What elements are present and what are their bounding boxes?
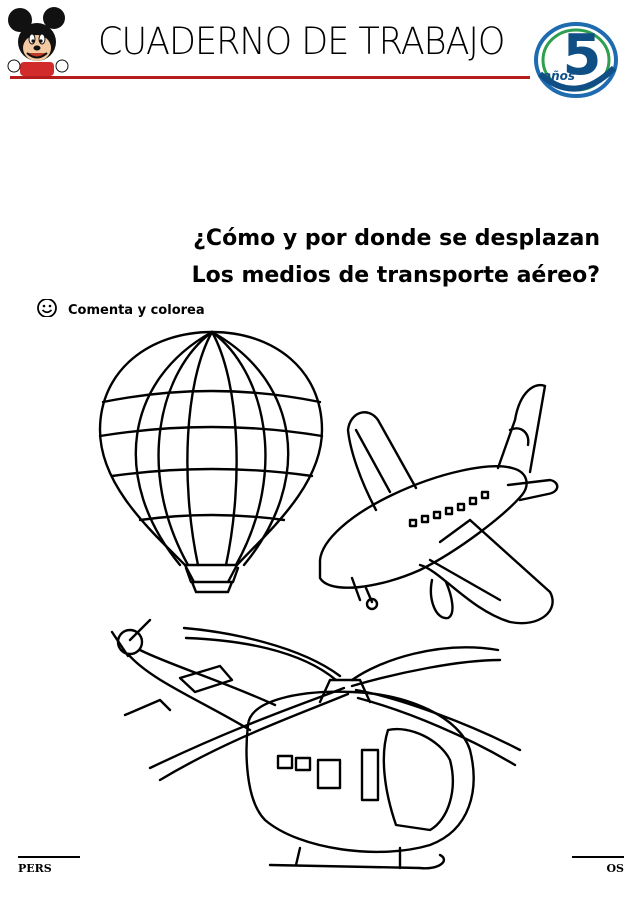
question-line-2: Los medios de transporte aéreo?	[191, 263, 600, 288]
footer-left: PERS	[18, 856, 80, 875]
footer-left-text: PERS	[18, 862, 52, 875]
question-line-1: ¿Cómo y por donde se desplazan	[193, 226, 600, 251]
footer-left-rule	[18, 856, 80, 858]
footer-right: OS	[572, 856, 624, 875]
hot-air-balloon-illustration	[98, 330, 324, 594]
age-badge-logo: 5	[534, 22, 618, 98]
badge-label: años	[543, 69, 576, 83]
mickey-mouse-logo	[7, 7, 69, 76]
footer-right-text: OS	[606, 862, 624, 875]
instruction-text: Comenta y colorea	[68, 303, 205, 317]
page-title: CUADERNO DE TRABAJO	[98, 20, 505, 64]
airplane-illustration	[318, 383, 559, 625]
question-block: ¿Cómo y por donde se desplazan Los medio…	[192, 220, 600, 294]
coloring-illustrations	[98, 330, 559, 870]
helicopter-illustration	[110, 618, 522, 870]
badge-number: 5	[563, 23, 602, 88]
instruction: Comenta y colorea	[36, 299, 205, 317]
smiley-icon	[37, 299, 57, 317]
footer-right-rule	[572, 856, 624, 858]
title-underline	[10, 76, 530, 79]
